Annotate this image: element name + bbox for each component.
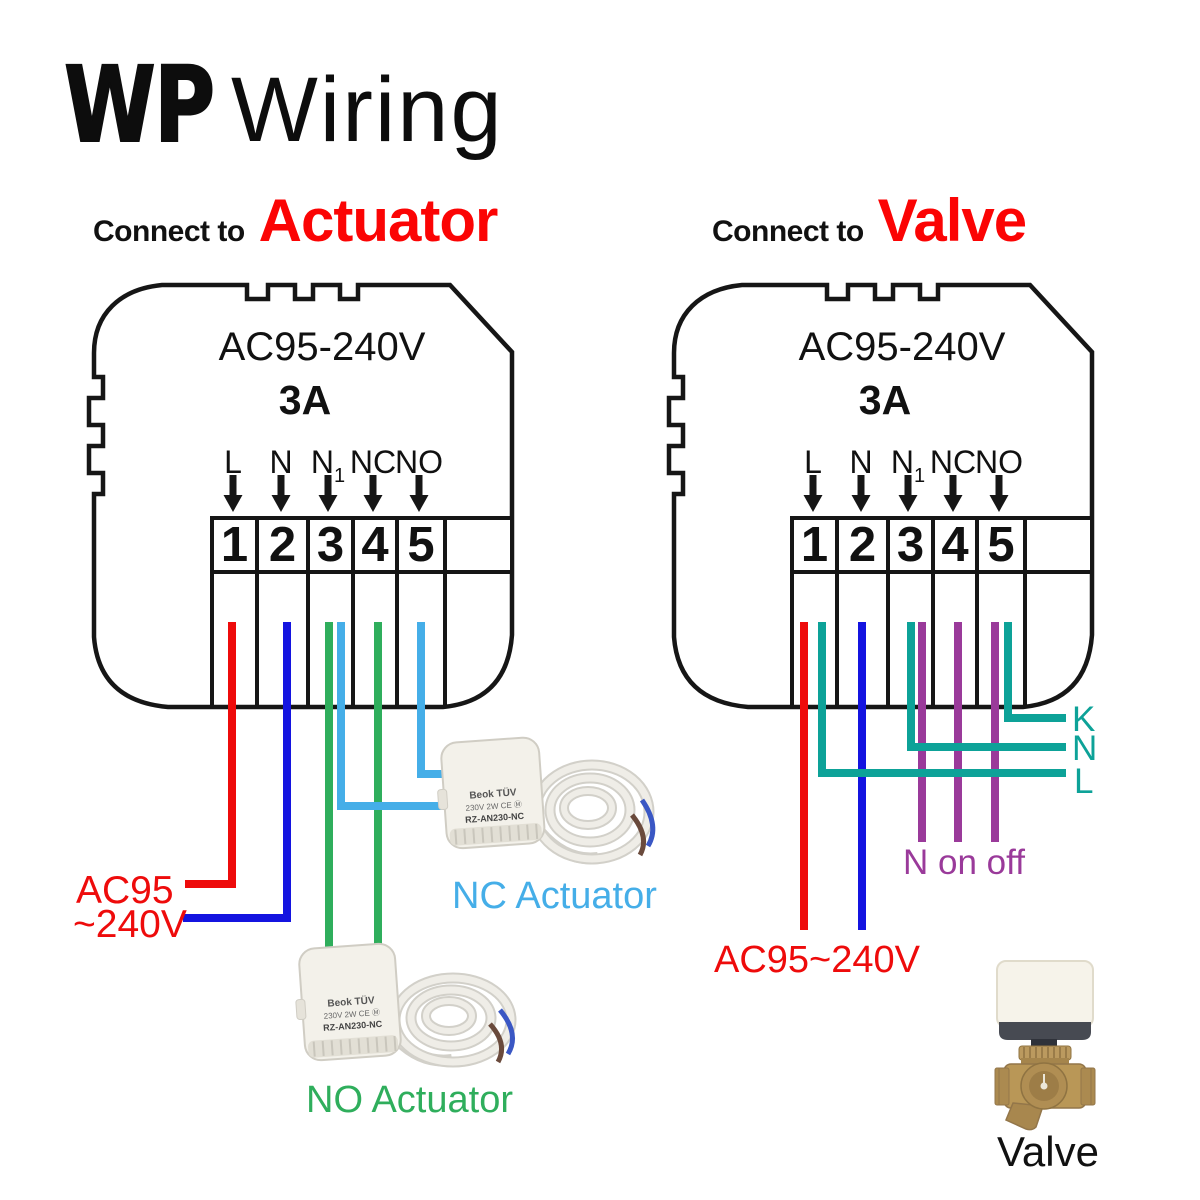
actuator-print-line2: 230V 2W CE Ⓜ [323, 1008, 380, 1021]
cable-tip-blue [639, 798, 656, 848]
wire-neutral-blue-left [183, 622, 291, 922]
wire-valve-teal-K [1004, 622, 1066, 722]
valve-illustration [994, 960, 1096, 1131]
thermostat-unit-shape [86, 282, 515, 710]
terminal-row [210, 516, 514, 574]
right-wires [800, 622, 1066, 930]
valve-label: Valve [997, 1128, 1099, 1175]
wire-label-K: K [1072, 700, 1096, 739]
cable-tip-blue [498, 1008, 515, 1056]
wire-label-L: L [1074, 762, 1094, 801]
actuator-print-line1: Beok TÜV [327, 993, 375, 1009]
actuator-print-line3: RZ-AN230-NC [323, 1019, 383, 1033]
heading-target: Valve [877, 187, 1027, 254]
thermostat-outline [86, 282, 515, 710]
wire-label-N: N [1072, 729, 1098, 768]
page-title: WP Wiring [63, 43, 504, 167]
power-label-right: AC95~240V [714, 939, 920, 981]
wire-nc-actuator-lightblue-1 [337, 622, 462, 810]
cable-tip-brown [630, 813, 647, 857]
heading-target: Actuator [258, 187, 499, 254]
power-label-line2: ~240V [73, 903, 187, 946]
no-actuator-illustration: Beok TÜV 230V 2W CE Ⓜ RZ-AN230-NC [295, 942, 517, 1068]
wire-valve-teal-N [907, 622, 1066, 751]
nc-actuator-illustration: Beok TÜV 230V 2W CE Ⓜ RZ-AN230-NC [437, 736, 656, 865]
terminal-arrows [223, 475, 429, 512]
actuator-print-line1: Beok TÜV [469, 785, 517, 801]
wire-valve-teal-L [818, 622, 1066, 777]
heading-prefix: Connect to [712, 215, 864, 248]
heading-prefix: Connect to [93, 215, 245, 248]
wire-live-red-left [185, 622, 236, 888]
left-wires [183, 622, 462, 960]
heading-connect-actuator: Connect to Actuator [93, 186, 499, 255]
power-label-line1: AC95 [76, 869, 174, 912]
title-word: Wiring [230, 59, 504, 161]
nc-actuator-label: NC Actuator [452, 875, 657, 917]
no-actuator-label: NO Actuator [306, 1079, 513, 1121]
actuator-print-line2: 230V 2W CE Ⓜ [465, 800, 522, 813]
heading-connect-valve: Connect to Valve [712, 186, 1027, 255]
thermostat-unit-shape-right [669, 285, 1092, 707]
actuator-print-line3: RZ-AN230-NC [465, 811, 525, 825]
brand-mark: WP [63, 43, 216, 167]
n-on-off-label: N on off [903, 843, 1025, 882]
cable-tip-brown [488, 1022, 505, 1064]
